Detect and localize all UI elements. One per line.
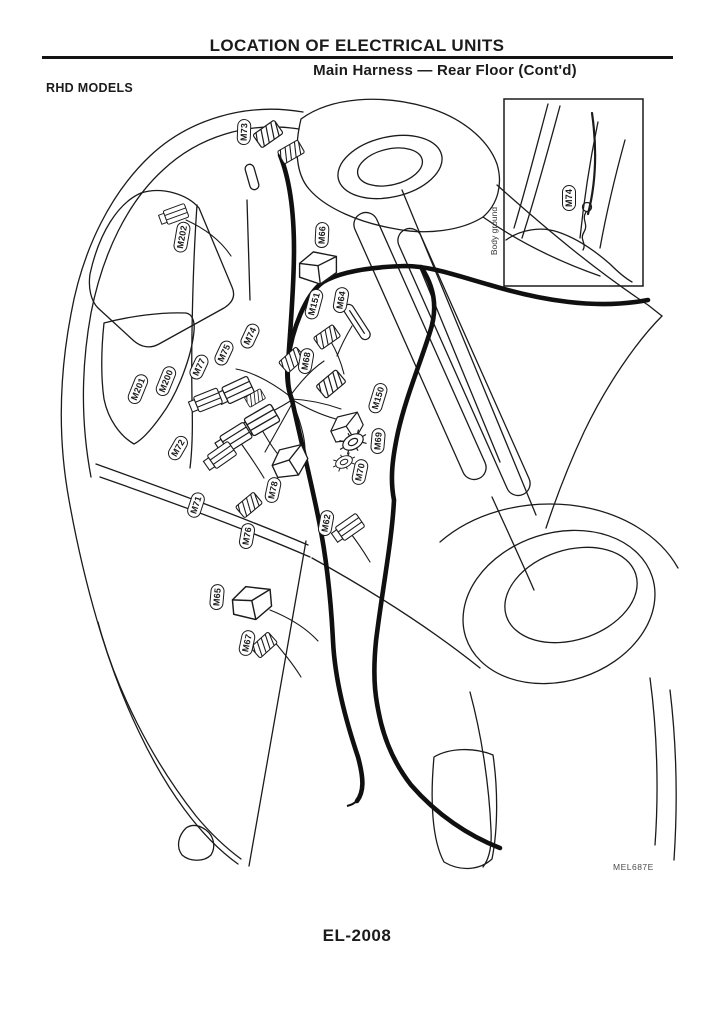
rear-wheel-rim bbox=[356, 147, 424, 187]
front-tire bbox=[462, 529, 656, 685]
harness-end-hook bbox=[346, 788, 364, 807]
hatched-connector-glyph bbox=[250, 632, 278, 658]
rear-wheel bbox=[337, 134, 443, 200]
door-handle-slot bbox=[244, 163, 260, 191]
page-number: EL-2008 bbox=[322, 926, 392, 945]
hatched-connector-glyph bbox=[277, 140, 305, 164]
hatched-connector-glyph bbox=[278, 347, 306, 373]
hatched-connector-glyph bbox=[244, 388, 266, 408]
sill-channel bbox=[397, 227, 531, 497]
box-connector-glyph bbox=[215, 375, 255, 406]
grommet-connector-glyph bbox=[339, 429, 367, 455]
box-connector-glyph bbox=[157, 203, 190, 225]
car-body-outline bbox=[60, 98, 679, 870]
hatched-connector-glyph bbox=[316, 369, 346, 399]
box-connector-glyph bbox=[330, 513, 365, 544]
grommet-connector-glyph bbox=[332, 452, 356, 472]
box3d-connector-glyph bbox=[231, 585, 273, 621]
front-wheel-rim bbox=[504, 546, 638, 644]
connector-glyphs bbox=[157, 120, 371, 658]
box3d-connector-glyph bbox=[298, 251, 338, 285]
inset-frame bbox=[503, 98, 644, 287]
box-connector-glyph bbox=[202, 441, 237, 472]
hatched-connector-glyph bbox=[235, 492, 263, 518]
model-variant-label: RHD MODELS bbox=[46, 81, 134, 95]
section-subtitle: Main Harness — Rear Floor (Cont'd) bbox=[313, 62, 577, 79]
hatched-connector-glyph bbox=[313, 324, 341, 350]
box3d-connector-glyph bbox=[271, 443, 309, 479]
hatched-connector-glyph bbox=[252, 120, 284, 148]
sill-channel bbox=[353, 211, 487, 481]
inset-caption: Body ground bbox=[489, 206, 499, 256]
page-title: LOCATION OF ELECTRICAL UNITS bbox=[209, 36, 505, 55]
body-ground-inset bbox=[503, 98, 644, 287]
ground-bolt bbox=[581, 201, 593, 213]
title-rule bbox=[42, 56, 673, 59]
box-connector-glyph bbox=[187, 387, 223, 413]
figure-code: MEL687E bbox=[613, 862, 654, 872]
